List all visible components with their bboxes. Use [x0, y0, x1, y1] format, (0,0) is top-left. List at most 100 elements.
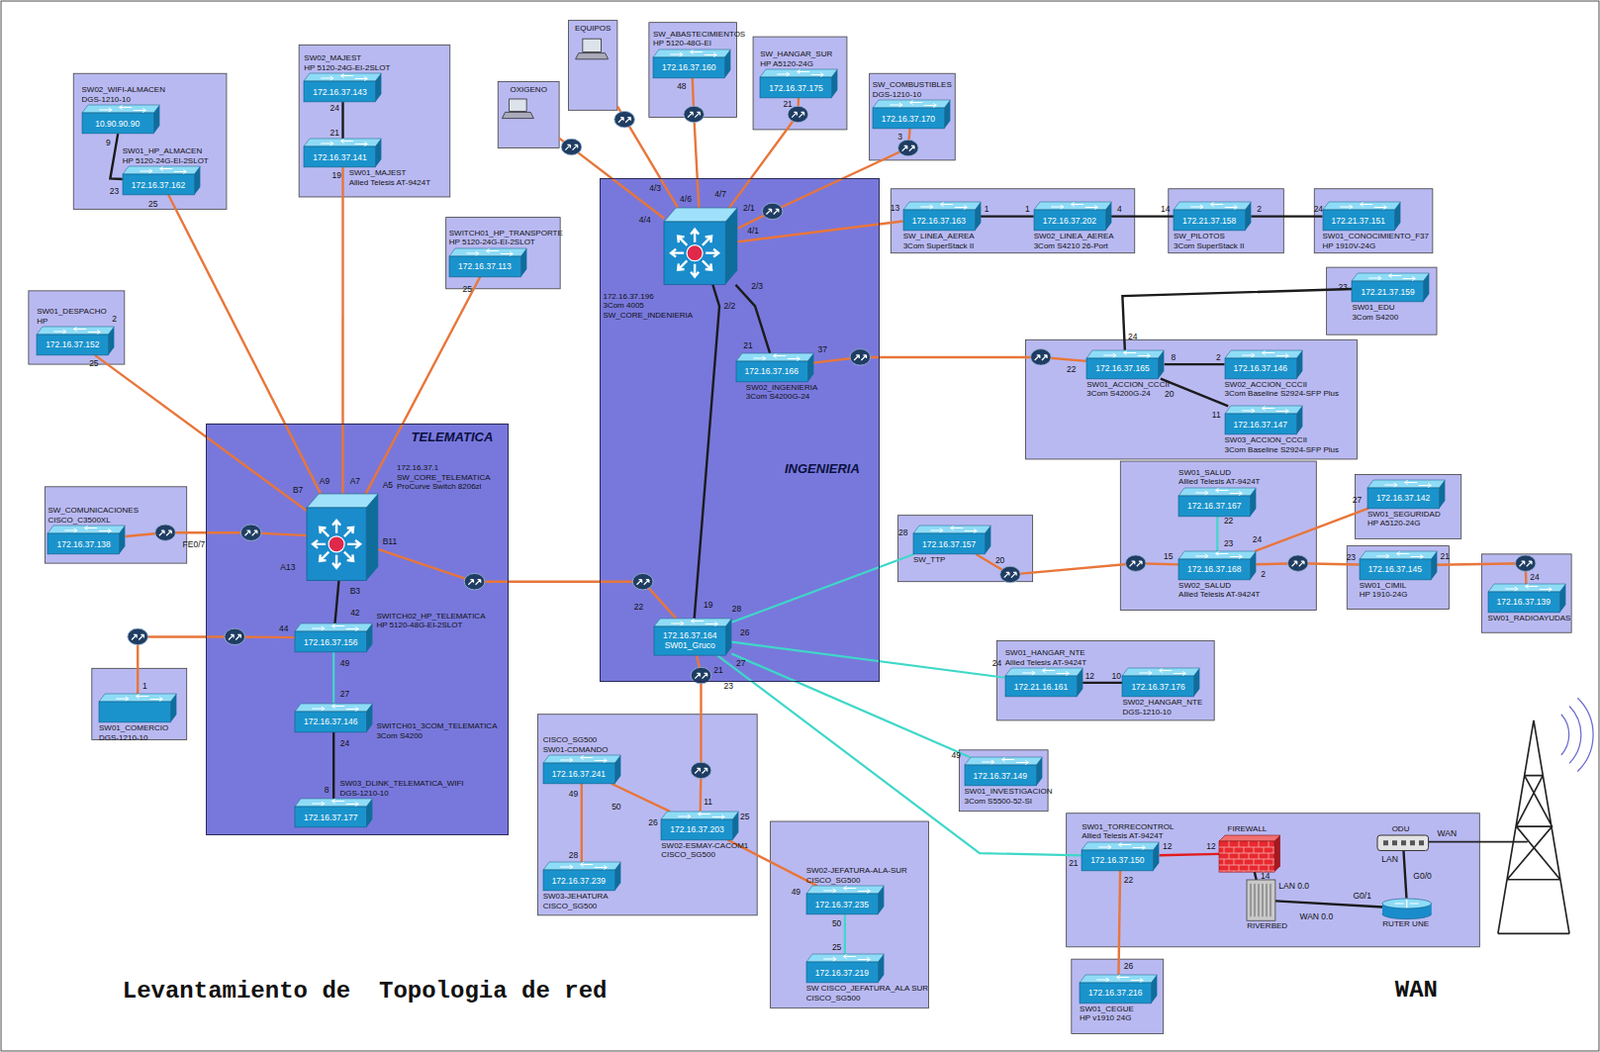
- network-switch: 172.16.37.235SW02-JEFATURA-ALA-SURCISCO_…: [806, 885, 884, 915]
- port-number: 1: [984, 203, 990, 214]
- port-number: 25: [832, 941, 842, 952]
- port-number: 50: [832, 918, 842, 929]
- port-number: 27: [1352, 494, 1362, 505]
- device-caption: Allied Telesis AT-9424T: [349, 178, 431, 189]
- ip-address: 172.21.37.151: [1322, 215, 1395, 226]
- port-number: 4/3: [649, 183, 661, 193]
- device-caption: SW_HANGAR_SUR: [759, 49, 833, 60]
- device-caption: SW01_CONOCIMIENTO_F37: [1322, 231, 1429, 242]
- media-converter: [561, 138, 582, 155]
- media-converter: [761, 202, 783, 219]
- ip-address: 172.16.37.145: [1359, 564, 1431, 574]
- network-link: [1160, 378, 1228, 407]
- device-caption: DGS-1210-10: [1122, 707, 1203, 718]
- network-link: [611, 783, 670, 812]
- ip-address: 172.16.37.141: [303, 152, 376, 163]
- laptop-base: [501, 111, 534, 118]
- port-number: 24: [340, 738, 350, 749]
- device-caption: 3Com SuperStack II: [1173, 241, 1245, 252]
- ip-address: 172.16.37.241: [543, 768, 615, 779]
- port-number: 4/6: [679, 193, 692, 204]
- site-panel: [997, 640, 1216, 720]
- network-link: [94, 355, 307, 512]
- device-caption: HP A5120-24G: [759, 59, 833, 70]
- port-number: 8: [324, 784, 330, 795]
- site-panel: [1355, 473, 1462, 539]
- port-number: 2/2: [723, 300, 736, 311]
- device-caption: SW_COMUNICACIONES: [47, 505, 139, 516]
- device-caption: SW_CORE_TELEMATICA: [396, 472, 491, 483]
- device-caption: SW01_RADIOAYUDAS: [1488, 613, 1572, 624]
- network-switch: 10.90.90.90SW02_WIFI-ALMACENDGS-1210-10: [82, 104, 160, 134]
- radio-odu: ODU: [1377, 835, 1429, 850]
- device-caption: SW01_SEGURIDAD: [1367, 509, 1441, 520]
- network-switch: 172.16.37.143SW02_MAJESTHP 5120-24G-EI-2…: [303, 73, 381, 102]
- media-converter: [240, 524, 262, 541]
- port-number: 24: [1314, 203, 1323, 214]
- port-number: 8: [1171, 352, 1177, 363]
- laptop-screen: [509, 98, 528, 111]
- network-link: [1250, 214, 1322, 217]
- site-panel: [1071, 958, 1164, 1034]
- device-caption: SW CISCO_JEFATURA_ALA SUR: [806, 983, 929, 994]
- diagram-title: Levantamiento de Topologia de red: [122, 977, 608, 1005]
- port-number: 13: [890, 202, 900, 213]
- network-switch: 172.16.37.146SWITCH01_3COM_TELEMATICA3Co…: [294, 703, 373, 733]
- network-link: [335, 580, 340, 624]
- device-caption: SW02_ACCION_CCCII: [1224, 379, 1339, 390]
- ip-address: 172.16.37.170: [872, 113, 944, 124]
- network-switch: SW01_COMERCIODGS-1210-10: [98, 693, 177, 723]
- media-converter: [1031, 349, 1052, 366]
- network-link: [1118, 870, 1121, 975]
- port-number: 24: [992, 658, 1002, 668]
- port-number: 23: [109, 186, 119, 196]
- device-caption: SW01_COMERCIO: [98, 723, 169, 734]
- tower-frame: [1498, 720, 1570, 934]
- ip-address: 172.16.37.157: [913, 539, 985, 550]
- port-number: 49: [568, 788, 578, 799]
- site-panel: [446, 217, 562, 289]
- ip-address: 172.16.37.235: [806, 899, 878, 910]
- router-icon: [1382, 898, 1432, 920]
- ip-address: 172.16.37.202: [1034, 215, 1106, 226]
- site-panel: [890, 188, 1134, 254]
- port-number: 21: [782, 98, 792, 109]
- network-link: [109, 133, 122, 180]
- ip-address: 10.90.90.90: [82, 118, 154, 129]
- core-switch-icon: [306, 493, 378, 581]
- device-caption: SW02_SALUD: [1178, 580, 1260, 591]
- port-number: 48: [676, 81, 686, 92]
- network-link: [1111, 214, 1174, 217]
- network-link: [137, 637, 295, 695]
- media-converter: [1125, 555, 1146, 571]
- media-converter: [614, 110, 636, 127]
- device-caption: HP 5120-24G-EI-2SLOT: [122, 156, 209, 167]
- device-caption: 3Com Baseline S2924-SFP Plus: [1224, 445, 1339, 456]
- port-number: 12: [1162, 841, 1172, 851]
- ip-address: 172.16.37.146: [294, 716, 367, 727]
- port-number: 2: [1216, 352, 1222, 363]
- network-link: [168, 194, 321, 494]
- network-switch-icon: [98, 693, 177, 723]
- device-caption: HP 5120-24G-EI-2SLOT: [449, 237, 564, 248]
- network-link: [125, 532, 308, 537]
- port-number: 4: [1117, 203, 1123, 214]
- site-panel: [1120, 461, 1317, 611]
- device-caption: SW01-CDMANDO: [543, 745, 609, 755]
- ip-address: 172.16.37.162: [122, 180, 194, 190]
- device-box: OXIGENO: [497, 82, 560, 149]
- port-number: 2/3: [751, 281, 763, 291]
- port-number: 21: [330, 127, 340, 138]
- network-switch: 172.21.37.151SW01_CONOCIMIENTO_F37HP 191…: [1322, 201, 1401, 231]
- network-switch: 172.16.37.150SW01_TORRECONTROLAllied Tel…: [1081, 842, 1159, 871]
- port-number: 49: [340, 658, 350, 668]
- device-caption: 172.16.37.196: [602, 291, 693, 302]
- wan-optimizer-icon: [1246, 879, 1276, 921]
- network-link: [341, 167, 344, 494]
- port-number: 28: [732, 603, 742, 614]
- network-link: [1403, 849, 1407, 898]
- site-panel: [44, 486, 187, 564]
- network-link: [692, 77, 700, 208]
- port-number: LAN: [1381, 853, 1399, 864]
